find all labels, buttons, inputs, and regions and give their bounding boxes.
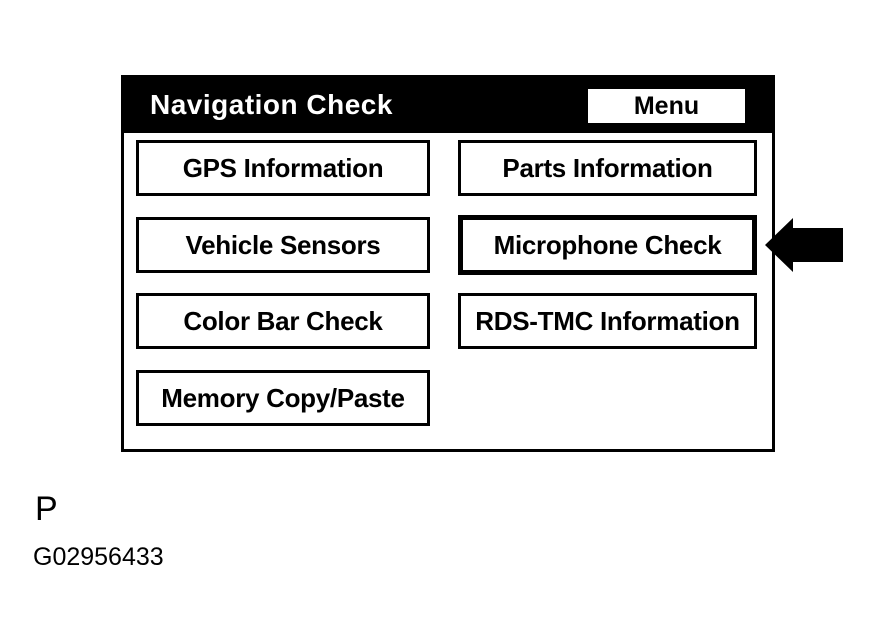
menu-button[interactable]: Menu	[588, 89, 745, 123]
page-title: Navigation Check	[150, 89, 393, 120]
button-color-bar-check[interactable]: Color Bar Check	[136, 293, 430, 349]
panel-header: Navigation Check Menu	[124, 78, 772, 133]
page-label: P	[35, 490, 58, 528]
button-parts-information[interactable]: Parts Information	[458, 140, 757, 196]
button-memory-copy-paste[interactable]: Memory Copy/Paste	[136, 370, 430, 426]
button-vehicle-sensors[interactable]: Vehicle Sensors	[136, 217, 430, 273]
button-gps-information[interactable]: GPS Information	[136, 140, 430, 196]
left-arrow-icon	[765, 218, 843, 272]
button-rds-tmc-information[interactable]: RDS-TMC Information	[458, 293, 757, 349]
button-microphone-check[interactable]: Microphone Check	[458, 215, 757, 275]
figure-id: G02956433	[33, 543, 164, 571]
panel-inner: Navigation Check Menu GPS Information Pa…	[124, 78, 772, 449]
navigation-check-panel: Navigation Check Menu GPS Information Pa…	[121, 75, 775, 452]
